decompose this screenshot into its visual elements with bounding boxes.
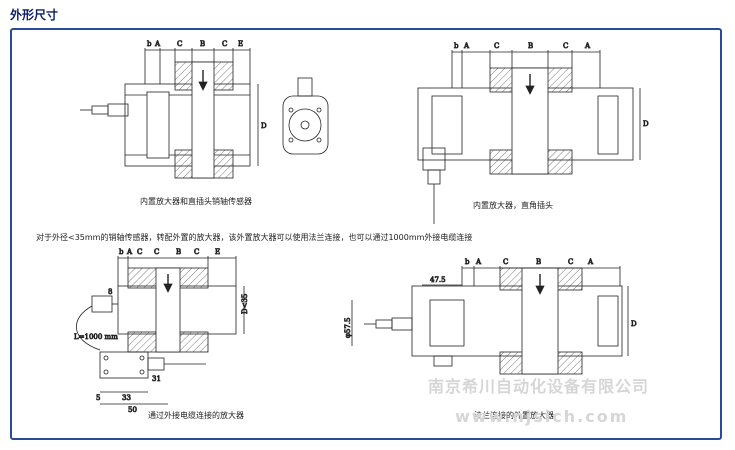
caption-fig1: 内置放大器和直插头销轴传感器: [140, 197, 252, 206]
fig3-dim-33: 33: [122, 394, 131, 402]
fig1-dim-b: b: [147, 40, 152, 48]
fig1-dim-b-main: B: [200, 40, 205, 48]
fig1-dim-e: E: [238, 40, 243, 48]
fig3-cable-length: L=1000 mm: [74, 333, 118, 341]
fig3-dim-e: E: [215, 248, 220, 256]
fig4-dim-a: A: [475, 258, 482, 266]
caption-fig3: 通过外接电缆连接的放大器: [148, 411, 244, 420]
fig4-dim-b-main: B: [536, 258, 541, 266]
section-title: 外形尺寸: [10, 8, 59, 22]
fig1-dim-a: A: [154, 40, 161, 48]
drawing-frame: [10, 28, 722, 440]
fig3-dim-c3: C: [194, 248, 199, 256]
fig4-dim-a2: A: [587, 258, 594, 266]
fig2-dim-b-main: B: [528, 42, 533, 50]
watermark-url: www.njsich.com: [455, 407, 629, 426]
fig2-dim-b: b: [454, 42, 459, 50]
fig4-dim-phi57-5: φ57.5: [344, 318, 352, 339]
fig4-drawing: [351, 266, 629, 375]
fig2-drawing: [417, 50, 641, 224]
fig1-dim-c1: C: [177, 40, 182, 48]
fig4-dim-d: D: [631, 320, 637, 328]
fig3-dim-b: b: [119, 248, 124, 256]
fig4-dim-c2: C: [568, 258, 573, 266]
fig1-dim-d: D: [261, 122, 267, 130]
fig1-drawing: [80, 48, 329, 179]
fig4-dim-c1: C: [503, 258, 508, 266]
fig3-dim-5: 5: [96, 394, 100, 402]
fig3-dim-b-main: B: [176, 248, 181, 256]
fig2-dim-c2: C: [563, 42, 568, 50]
fig3-dim-31: 31: [152, 375, 161, 383]
fig2-dim-a2: A: [584, 42, 591, 50]
caption-fig2: 内置放大器，直角插头: [473, 201, 553, 210]
fig3-dim-8: 8: [108, 288, 112, 296]
caption-note: 对于外径<35mm的销轴传感器，转配外置的放大器，该外置放大器可以使用法兰连接，…: [36, 233, 473, 242]
watermark-company: 南京希川自动化设备有限公司: [428, 377, 650, 396]
fig3-dim-a: A: [126, 248, 133, 256]
caption-fig4: 法兰连接的外置放大器: [474, 411, 554, 420]
fig3-dim-d: D<35: [241, 294, 249, 314]
fig3-dim-c1: C: [137, 248, 142, 256]
fig3-dim-50: 50: [128, 406, 137, 414]
fig2-dim-d: D: [643, 120, 649, 128]
fig2-dim-a: A: [463, 42, 470, 50]
fig4-dim-b: b: [465, 258, 470, 266]
fig2-dim-c1: C: [494, 42, 499, 50]
fig1-dim-c2: C: [222, 40, 227, 48]
fig4-dim-47-5: 47.5: [430, 276, 446, 284]
fig3-drawing: [76, 256, 245, 405]
fig3-dim-c2: C: [154, 248, 159, 256]
